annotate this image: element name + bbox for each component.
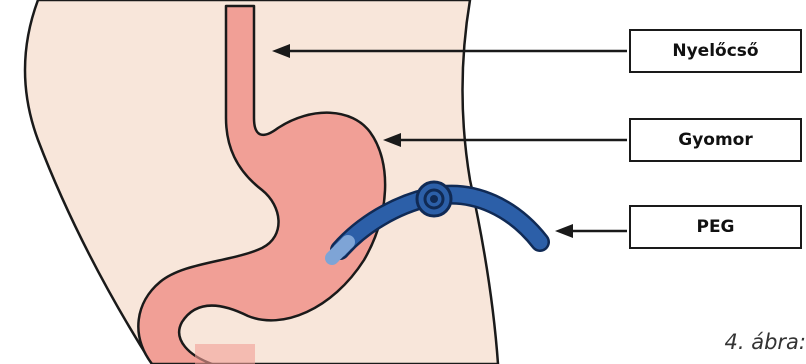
- arrow-peg: [555, 224, 627, 238]
- figure-caption: 4. ábra:: [725, 330, 806, 354]
- intestine-fade: [195, 344, 255, 364]
- peg-disc-center: [430, 195, 438, 203]
- label-peg-text: PEG: [696, 217, 734, 237]
- label-stomach-text: Gyomor: [678, 130, 753, 150]
- label-esophagus: Nyelőcső: [629, 29, 802, 73]
- label-stomach: Gyomor: [629, 118, 802, 162]
- label-esophagus-text: Nyelőcső: [672, 41, 758, 61]
- label-peg: PEG: [629, 205, 802, 249]
